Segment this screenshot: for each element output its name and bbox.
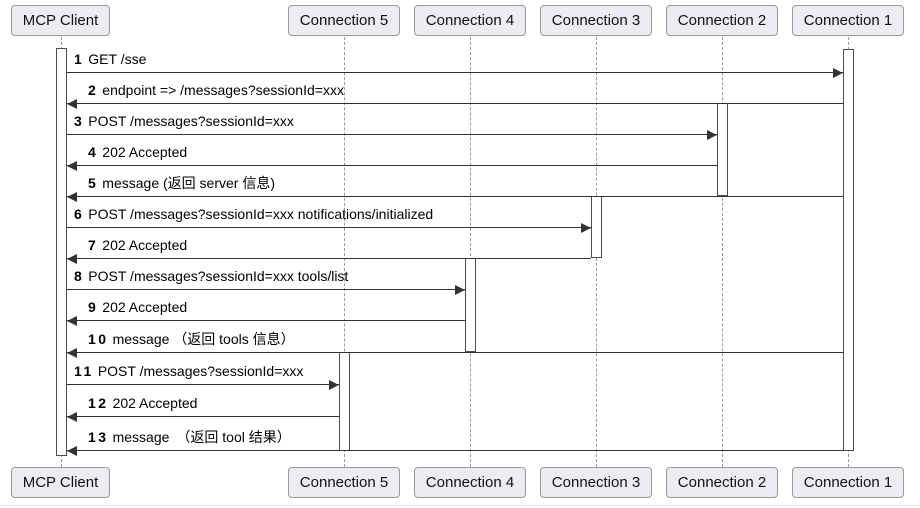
message-number: 11 — [74, 363, 94, 379]
activation-bar-c4 — [464, 258, 476, 352]
arrowhead-icon — [66, 191, 77, 202]
message-number: 12 — [88, 395, 109, 411]
message-text: 202 Accepted — [102, 237, 188, 253]
participant-label: Connection 2 — [677, 474, 767, 491]
message-line-2 — [66, 103, 843, 104]
lifeline-c5 — [344, 37, 345, 467]
activation-bar-c2 — [716, 103, 728, 196]
message-text: endpoint => /messages?sessionId=xxx — [102, 82, 344, 98]
message-text: GET /sse — [88, 51, 147, 67]
participant-label: MCP Client — [22, 474, 99, 491]
message-line-4 — [66, 165, 717, 166]
message-number: 9 — [88, 299, 99, 315]
lifeline-c2 — [722, 37, 723, 467]
participant-box-bottom-c1: Connection 1 — [792, 467, 904, 498]
message-line-9 — [66, 320, 465, 321]
message-number: 2 — [88, 82, 99, 98]
participant-label: Connection 5 — [299, 12, 389, 29]
message-number: 8 — [74, 268, 85, 284]
message-text: 202 Accepted — [112, 395, 198, 411]
message-text: POST /messages?sessionId=xxx — [88, 113, 294, 129]
message-text: 202 Accepted — [102, 144, 188, 160]
participant-label: Connection 1 — [803, 474, 893, 491]
message-text: POST /messages?sessionId=xxx notificatio… — [88, 206, 434, 222]
participant-box-top-c5: Connection 5 — [288, 5, 400, 36]
participant-box-bottom-mcp: MCP Client — [11, 467, 110, 498]
participant-label: Connection 4 — [425, 474, 515, 491]
page-bottom-divider — [0, 505, 920, 506]
message-text: POST /messages?sessionId=xxx tools/list — [88, 268, 349, 284]
participant-box-bottom-c3: Connection 3 — [540, 467, 652, 498]
message-number: 6 — [74, 206, 85, 222]
arrowhead-icon — [580, 222, 591, 233]
message-number: 5 — [88, 175, 99, 191]
arrowhead-icon — [66, 315, 77, 326]
participant-box-top-c1: Connection 1 — [792, 5, 904, 36]
participant-box-top-c4: Connection 4 — [414, 5, 526, 36]
message-line-3 — [66, 134, 717, 135]
message-number: 13 — [88, 429, 109, 445]
message-number: 3 — [74, 113, 85, 129]
participant-label: Connection 3 — [551, 474, 641, 491]
arrowhead-icon — [66, 253, 77, 264]
arrowhead-icon — [66, 411, 77, 422]
participant-label: Connection 5 — [299, 474, 389, 491]
message-line-1 — [66, 72, 843, 73]
activation-bar-c5 — [338, 352, 350, 451]
message-text: message (返回 server 信息) — [102, 175, 275, 191]
participant-box-bottom-c2: Connection 2 — [666, 467, 778, 498]
participant-label: MCP Client — [22, 12, 99, 29]
arrowhead-icon — [66, 347, 77, 358]
message-line-5 — [66, 196, 843, 197]
participant-box-bottom-c4: Connection 4 — [414, 467, 526, 498]
activation-bar-mcp — [55, 48, 67, 456]
participant-label: Connection 4 — [425, 12, 515, 29]
message-line-8 — [66, 289, 465, 290]
arrowhead-icon — [328, 379, 339, 390]
message-number: 1 — [74, 51, 85, 67]
message-number: 7 — [88, 237, 99, 253]
message-text: message （返回 tools 信息） — [112, 331, 295, 347]
message-line-12 — [66, 416, 339, 417]
message-line-7 — [66, 258, 591, 259]
message-text: 202 Accepted — [102, 299, 188, 315]
arrowhead-icon — [454, 284, 465, 295]
message-number: 10 — [88, 331, 109, 347]
arrowhead-icon — [832, 67, 843, 78]
lifeline-c4 — [470, 37, 471, 467]
arrowhead-icon — [706, 129, 717, 140]
message-line-6 — [66, 227, 591, 228]
message-text: POST /messages?sessionId=xxx — [97, 363, 304, 379]
participant-label: Connection 1 — [803, 12, 893, 29]
activation-bar-c3 — [590, 196, 602, 258]
activation-bar-c1 — [842, 49, 854, 451]
participant-label: Connection 3 — [551, 12, 641, 29]
message-line-11 — [66, 384, 339, 385]
message-text: message （返回 tool 结果） — [112, 429, 291, 445]
arrowhead-icon — [66, 445, 77, 456]
participant-box-top-c2: Connection 2 — [666, 5, 778, 36]
message-line-13 — [66, 450, 843, 451]
message-line-10 — [66, 352, 843, 353]
participant-box-top-c3: Connection 3 — [540, 5, 652, 36]
arrowhead-icon — [66, 98, 77, 109]
participant-box-top-mcp: MCP Client — [11, 5, 110, 36]
arrowhead-icon — [66, 160, 77, 171]
participant-label: Connection 2 — [677, 12, 767, 29]
message-number: 4 — [88, 144, 99, 160]
participant-box-bottom-c5: Connection 5 — [288, 467, 400, 498]
